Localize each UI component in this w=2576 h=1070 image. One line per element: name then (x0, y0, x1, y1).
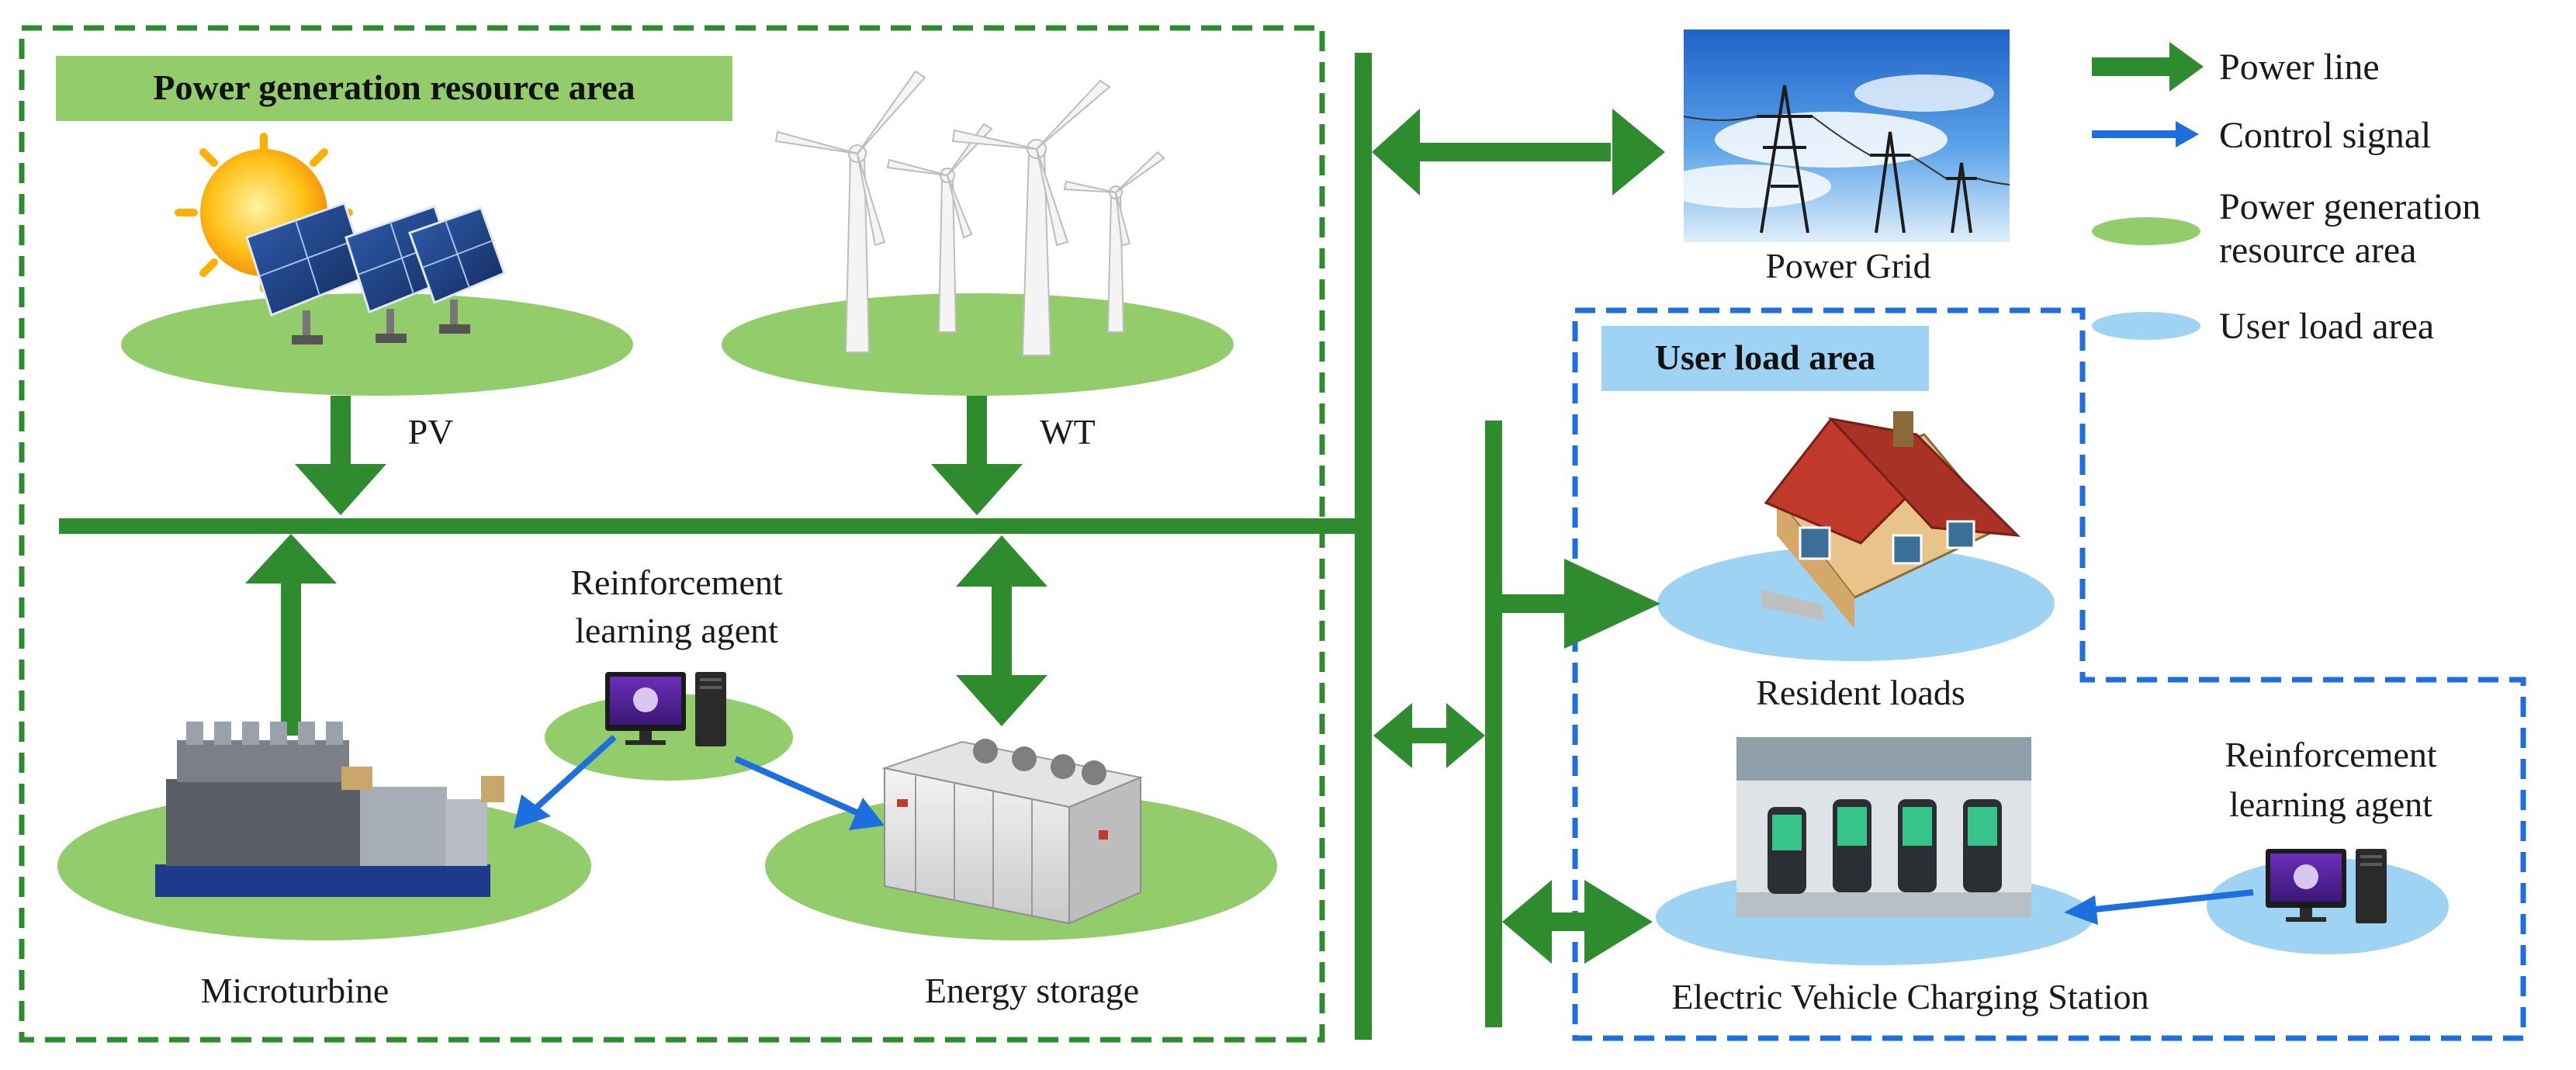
wt-ground (722, 293, 1234, 396)
pv-arrow (295, 396, 386, 515)
solar-panel-icon (245, 202, 506, 345)
load-area-border (1572, 307, 2526, 1041)
ev-station-label: Electric Vehicle Charging Station (1671, 977, 2148, 1016)
microturbine-arrow (245, 534, 337, 736)
grid-label: Power Grid (1765, 246, 1930, 286)
battery-storage-icon (881, 739, 1144, 925)
generation-bus (59, 518, 1364, 534)
computer-icon (605, 672, 726, 746)
agent1-label-line1: Reinforcement (570, 563, 783, 602)
legend: Power line Control signal Power generati… (2092, 42, 2481, 347)
wind-turbine-icon (774, 70, 1165, 356)
house-icon (1761, 411, 2020, 628)
load-title-tag (1601, 326, 1929, 391)
grid-arrow (1372, 109, 1665, 196)
resident-arrow (1502, 559, 1660, 649)
legend-power-line-label: Power line (2219, 47, 2380, 88)
power-lines (59, 53, 1665, 1040)
ev-arrow (1502, 880, 1653, 964)
main-vertical-bus (1355, 53, 1372, 1040)
legend-generation-swatch (2092, 217, 2200, 245)
load-vertical-bus (1485, 421, 1502, 1027)
generation-area-title: Power generation resource area (153, 68, 635, 107)
agent2-label-line1: Reinforcement (2225, 735, 2437, 774)
microturbine-label: Microturbine (201, 971, 390, 1010)
computer-icon (2266, 849, 2387, 923)
energy-storage-label: Energy storage (925, 971, 1139, 1010)
resident-ground (1657, 546, 2055, 661)
load-area-title: User load area (1655, 338, 1876, 377)
legend-power-line-swatch (2092, 42, 2204, 92)
control-signals (514, 735, 2254, 925)
legend-generation-label-line2: resource area (2219, 230, 2416, 271)
legend-control-signal-swatch (2092, 121, 2199, 147)
agent1-label-line2: learning agent (575, 611, 778, 650)
legend-control-signal-label: Control signal (2219, 115, 2431, 156)
power-tower-icon (1660, 29, 2010, 242)
pv-label: PV (408, 412, 454, 452)
wt-label: WT (1040, 412, 1096, 452)
generator-icon (155, 722, 504, 897)
wt-arrow (931, 396, 1023, 515)
interbus-arrow (1373, 703, 1485, 768)
legend-generation-label-line1: Power generation (2219, 186, 2481, 227)
resident-loads-label: Resident loads (1756, 673, 1965, 712)
pv-ground (121, 293, 633, 396)
ev-charger-icon (1736, 737, 2031, 917)
legend-load-label: User load area (2219, 306, 2434, 347)
storage-arrow (956, 535, 1047, 726)
agent2-label-line2: learning agent (2229, 784, 2432, 824)
legend-load-swatch (2092, 312, 2200, 340)
generation-title-tag (56, 56, 732, 121)
